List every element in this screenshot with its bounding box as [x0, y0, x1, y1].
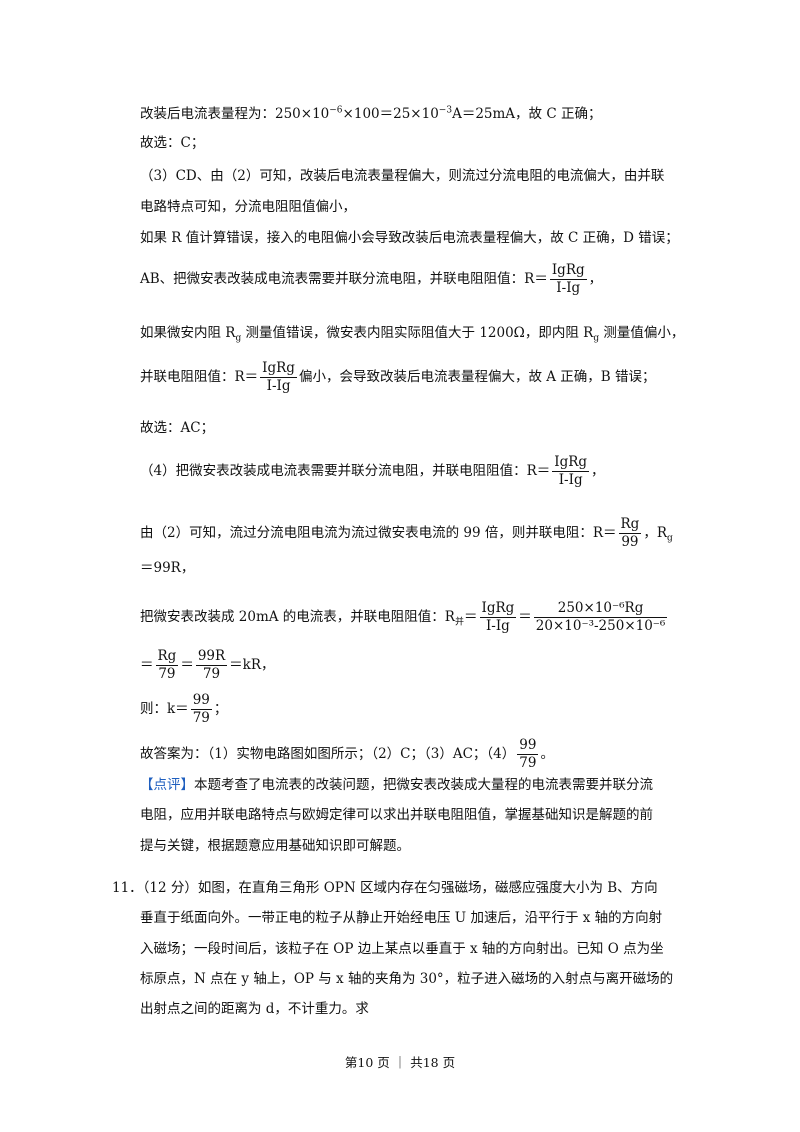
text-line-18: 电阻，应用并联电路特点与欧姆定律可以求出并联电阻阻值，掌握基础知识是解题的前: [140, 807, 653, 823]
text-line-17: 【点评】本题考查了电流表的改装问题，把微安表改装成大量程的电流表需要并联分流: [140, 777, 653, 793]
text-line-2: 故选：C；: [140, 135, 205, 151]
text-line-11: 由（2）可知，流过分流电阻电流为流过微安表电流的 99 倍，则并联电阻：R＝Rg…: [140, 516, 673, 550]
text-line-12: ＝99R，: [140, 560, 195, 576]
text-line-19: 提与关键，根据题意应用基础知识即可解题。: [140, 838, 410, 854]
text-line-7: 如果微安内阻 Rg 测量值错误，微安表内阻实际阻值大于 1200Ω，即内阻 Rg…: [140, 325, 685, 344]
question-11-line-1: 11．（12 分）如图，在直角三角形 OPN 区域内存在匀强磁场，磁感应强度大小…: [112, 880, 658, 896]
text-line-5: 如果 R 值计算错误，接入的电阻偏小会导致改装后电流表量程偏大，故 C 正确，D…: [140, 230, 679, 246]
question-11-line-3: 入磁场；一段时间后，该粒子在 OP 边上某点以垂直于 x 轴的方向射出。已知 O…: [140, 941, 664, 957]
text-line-1: 改装后电流表量程为：250×10−6×100＝25×10−3A＝25mA，故 C…: [140, 105, 602, 122]
question-11-line-5: 出射点之间的距离为 d，不计重力。求: [140, 1001, 369, 1017]
question-11-line-4: 标原点，N 点在 y 轴上，OP 与 x 轴的夹角为 30°，粒子进入磁场的入射…: [140, 971, 674, 987]
text-line-4: 电路特点可知，分流电阻阻值偏小，: [140, 199, 356, 215]
page-footer: 第10 页 ｜ 共18 页: [344, 1055, 456, 1070]
question-11-line-2: 垂直于纸面向外。一带正电的粒子从静止开始经电压 U 加速后，沿平行于 x 轴的方…: [140, 910, 663, 926]
comment-tag: 【点评】: [140, 777, 194, 793]
text-line-3: （3）CD、由（2）可知，改装后电流表量程偏大，则流过分流电阻的电流偏大，由并联: [140, 168, 665, 184]
text-line-9: 故选：AC；: [140, 420, 215, 436]
